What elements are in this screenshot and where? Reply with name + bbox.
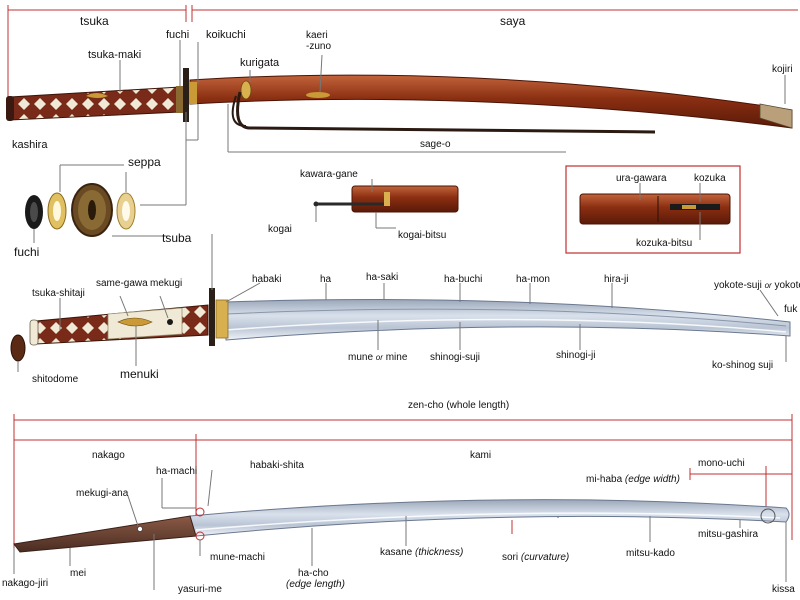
- label-ha-buchi: ha-buchi: [444, 274, 482, 285]
- label-tsuka-shitaji: tsuka-shitaji: [32, 288, 85, 299]
- kozuka-detail: ura-gawara kozuka kozuka-bitsu: [566, 166, 740, 253]
- label-sori-group: sori (curvature): [502, 552, 569, 563]
- label-shitodome: shitodome: [32, 374, 79, 385]
- nakago-tang: [14, 516, 196, 552]
- tsuka: [10, 87, 180, 120]
- label-yasuri-me: yasuri-me: [178, 584, 222, 595]
- label-zen-cho: zen-cho (whole length): [408, 400, 509, 411]
- mekugi-peg: [167, 319, 173, 325]
- label-kozuka-bitsu: kozuka-bitsu: [636, 238, 692, 249]
- label-kawara-gane: kawara-gane: [300, 169, 358, 180]
- label-mitsu-gashira: mitsu-gashira: [698, 529, 758, 540]
- label-hira-ji: hira-ji: [604, 274, 628, 285]
- kogai-detail: kawara-gane kogai kogai-bitsu: [268, 169, 458, 241]
- label-tsuka: tsuka: [80, 14, 109, 28]
- label-same-gawa: same-gawa: [96, 278, 148, 289]
- label-kogai: kogai: [268, 224, 292, 235]
- saya: [190, 75, 792, 128]
- habaki-drawn: [216, 300, 228, 338]
- label-kurigata: kurigata: [240, 57, 280, 69]
- label-kashira: kashira: [12, 139, 48, 151]
- label-fuk: fuk: [784, 304, 798, 315]
- label-ha-cho: ha-cho: [298, 568, 329, 579]
- habaki-side: [189, 82, 197, 104]
- label-mei: mei: [70, 568, 86, 579]
- label-mono-uchi: mono-uchi: [698, 458, 745, 469]
- label-ha-saki: ha-saki: [366, 272, 398, 283]
- label-fuchi-left: fuchi: [14, 245, 39, 259]
- label-kasane-group: kasane (thickness): [380, 547, 463, 558]
- label-nakago: nakago: [92, 450, 125, 461]
- fuchi-side: [176, 86, 183, 113]
- label-mekugi-ana: mekugi-ana: [76, 488, 129, 499]
- label-saya: saya: [500, 14, 526, 28]
- mekugi-ana-hole: [138, 527, 143, 532]
- label-tsuba: tsuba: [162, 231, 192, 245]
- fittings-exploded: seppa fuchi tsuba: [14, 155, 192, 259]
- bare-blade: zen-cho (whole length) nakago kami ha-ma…: [2, 400, 795, 595]
- nakago-dimension: [14, 434, 196, 520]
- label-kojiri: kojiri: [772, 64, 793, 75]
- label-tsuka-maki: tsuka-maki: [88, 49, 141, 61]
- label-seppa: seppa: [128, 155, 161, 169]
- label-shinogi-suji: shinogi-suji: [430, 352, 480, 363]
- drawn-blade: tsuka-shitaji same-gawa mekugi habaki ha…: [11, 234, 800, 385]
- label-sage-o: sage-o: [420, 139, 451, 150]
- label-kogai-bitsu: kogai-bitsu: [398, 230, 446, 241]
- label-nakago-jiri: nakago-jiri: [2, 578, 48, 589]
- kawara-gane-plate: [384, 192, 390, 206]
- label-mi-haba-group: mi-haba (edge width): [586, 474, 680, 485]
- label-habaki-shita: habaki-shita: [250, 460, 304, 471]
- label-mekugi: mekugi: [150, 278, 182, 289]
- saya-section-kogai: [352, 186, 458, 212]
- label-kami: kami: [470, 450, 491, 461]
- label-ha-cho-note: (edge length): [286, 579, 345, 590]
- label-shinogi-ji: shinogi-ji: [556, 350, 595, 361]
- label-kaeri: kaeri: [306, 30, 328, 41]
- label-ha-mon: ha-mon: [516, 274, 550, 285]
- kashira-cap: [6, 96, 14, 121]
- saya-dimension: [192, 5, 798, 22]
- label-zuno: -zuno: [306, 41, 331, 52]
- kashira-drawn: [30, 320, 38, 345]
- label-mune-group: mune or mine: [348, 352, 408, 363]
- label-kissa: kissa: [772, 584, 795, 595]
- label-fuchi-top: fuchi: [166, 29, 189, 41]
- shitodome-ring: [11, 335, 25, 361]
- label-yokote-suji-group: yokote-suji or yokote: [714, 280, 800, 291]
- tsuba-drawn: [209, 288, 215, 346]
- label-kozuka: kozuka: [694, 173, 726, 184]
- label-koikuchi: koikuchi: [206, 29, 246, 41]
- label-ura-gawara: ura-gawara: [616, 173, 667, 184]
- label-mitsu-kado: mitsu-kado: [626, 548, 675, 559]
- label-ha-machi: ha-machi: [156, 466, 197, 477]
- label-menuki: menuki: [120, 367, 159, 381]
- label-ha: ha: [320, 274, 332, 285]
- sheathed-sword: tsuka saya fuchi koikuchi kaeri -zuno ts…: [6, 5, 798, 205]
- kaeri-zuno: [306, 92, 330, 98]
- kurigata: [241, 81, 251, 99]
- label-habaki: habaki: [252, 274, 281, 285]
- label-mune-machi: mune-machi: [210, 552, 265, 563]
- label-ko-shinog-suji: ko-shinog suji: [712, 360, 773, 371]
